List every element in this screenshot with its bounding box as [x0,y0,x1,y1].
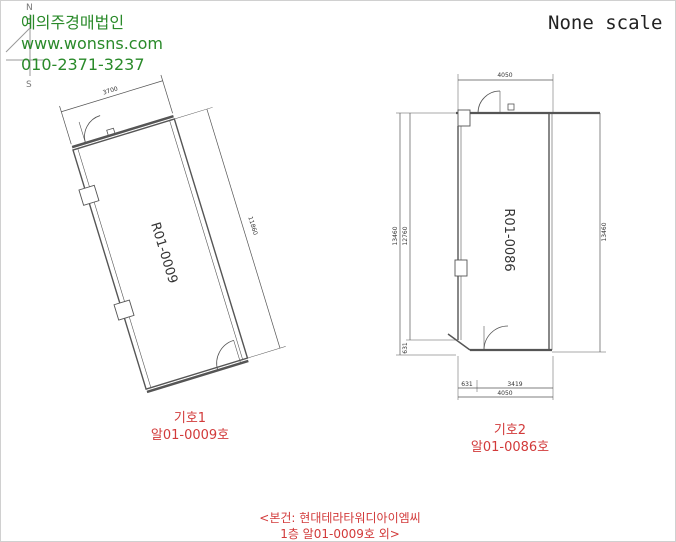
compass-south: S [26,80,32,90]
plan2-caption-unit: 알01-0086호 [470,440,550,455]
plan2-dim-right: 13460 [601,222,608,241]
plan2-caption-title: 기호2 [493,423,527,438]
property-note-line2: 1층 알01-0009호 외> [280,527,400,541]
floor-plan-1: 3700 11860 R01-0009 [59,74,286,394]
plan2-dim-left-outer: 13460 [392,226,399,245]
plan2-unit-id: R01-0086 [501,208,516,271]
compass-north: N [26,3,33,13]
plan1-caption-title: 기호1 [173,411,207,426]
property-note: <본건: 현대테라타워디아이엠씨 1층 알01-0009호 외> [140,510,540,542]
plan1-caption: 기호1 알01-0009호 [130,410,250,444]
plan1-dim-length: 11860 [246,216,258,236]
company-phone: 010-2371-3237 [21,55,145,74]
plan1-unit-id: R01-0009 [147,221,180,286]
compass-icon: N S [5,3,44,90]
plan2-dim-small-bottom-a: 631 [461,381,473,388]
company-name: 예의주경매법인 [21,13,125,32]
plan2-dim-top: 4050 [497,72,512,79]
plan1-caption-unit: 알01-0009호 [150,428,230,443]
company-info: 예의주경매법인 www.wonsns.com 010-2371-3237 [21,12,163,75]
floor-plan-2: 4050 13460 12760 631 13460 [392,72,608,400]
plan2-dim-small-left: 631 [402,342,409,354]
company-website: www.wonsns.com [21,34,163,53]
plan2-dim-bottom: 4050 [497,390,512,397]
plan2-caption: 기호2 알01-0086호 [450,422,570,456]
plan2-dim-small-bottom-b: 3419 [507,381,522,388]
scale-label: None scale [548,12,663,34]
property-note-line1: <본건: 현대테라타워디아이엠씨 [259,511,421,525]
plan1-dim-width: 3700 [102,85,119,96]
plan2-dim-left-inner: 12760 [402,226,409,245]
